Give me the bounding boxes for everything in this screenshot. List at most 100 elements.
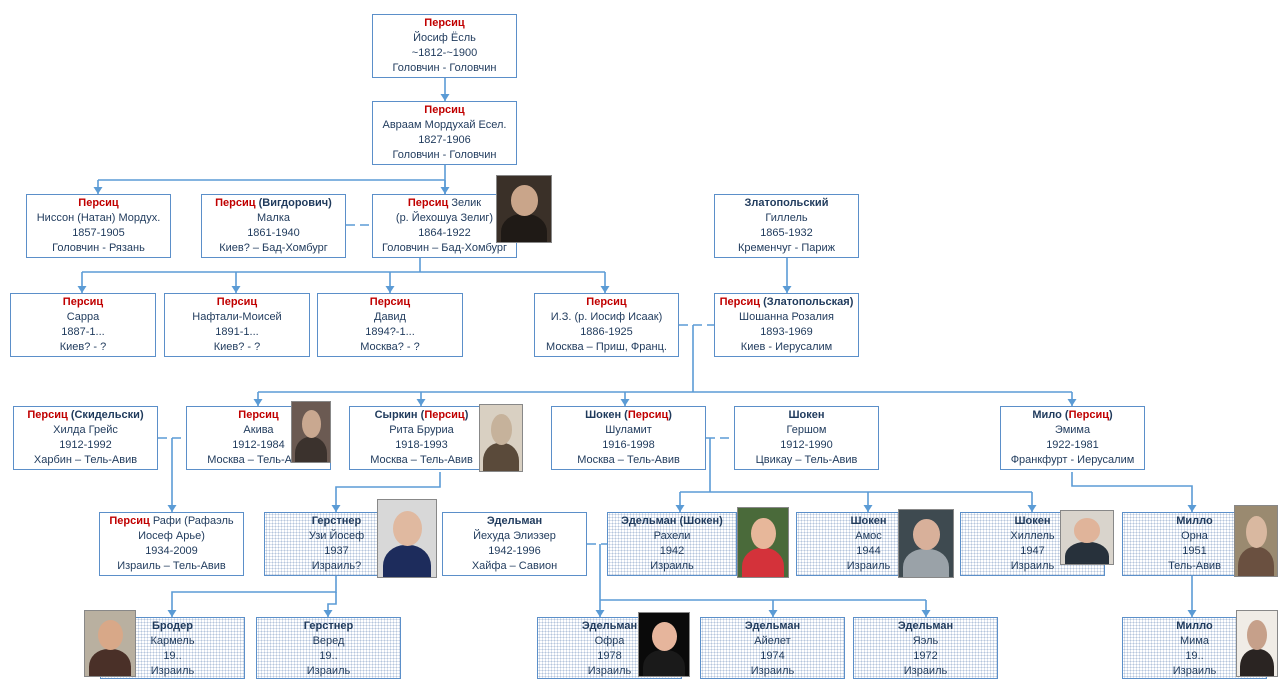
life-years: 1937 xyxy=(324,545,349,557)
given-name: Давид xyxy=(374,311,406,323)
surname: Персиц xyxy=(78,197,119,209)
arrow-head xyxy=(1187,610,1197,617)
photo-body xyxy=(382,544,432,577)
surname: Персиц xyxy=(215,197,256,209)
surname: Персиц xyxy=(424,104,465,116)
photo-body xyxy=(89,648,131,676)
arrow-head xyxy=(231,286,241,293)
given-name: Акива xyxy=(243,424,274,436)
name-line: Персиц xyxy=(27,196,170,211)
surname: Персиц xyxy=(719,296,761,308)
given-name: Яэль xyxy=(912,635,939,647)
arrow-head xyxy=(620,399,630,406)
surname: Персиц xyxy=(238,409,279,421)
name-prefix: Сыркин ( xyxy=(374,409,425,421)
arrow-head xyxy=(1187,505,1197,512)
portrait-raheli xyxy=(737,507,789,578)
surname: Герстнер xyxy=(303,620,354,632)
name-line: Персиц xyxy=(11,295,155,310)
photo-face xyxy=(912,519,940,551)
given-name: Кармель xyxy=(150,635,195,647)
photo-body xyxy=(643,649,685,676)
life-years: 1887-1... xyxy=(61,326,105,338)
given-name: Гершом xyxy=(786,424,827,436)
life-years: 19.. xyxy=(163,650,182,662)
photo-body xyxy=(1065,541,1109,564)
life-places: Израиль xyxy=(750,665,795,677)
portrait-orna xyxy=(1234,505,1278,577)
given-name: Хилда Грейс xyxy=(53,424,118,436)
surname: Персиц xyxy=(627,409,669,421)
life-places: Киев? – Бад-Хомбург xyxy=(219,242,328,254)
given-name: Авраам Мордухай Есел. xyxy=(382,119,507,131)
name-suffix: (Златопольская) xyxy=(763,296,854,308)
name-line: Персиц xyxy=(373,103,516,118)
name-line: Мило (Персиц) xyxy=(1001,408,1144,423)
arrow-head xyxy=(768,610,778,617)
life-years: 1865-1932 xyxy=(760,227,813,239)
photo-face xyxy=(301,410,321,438)
life-places: Москва – Тель-Авив xyxy=(370,454,473,466)
surname: Эдельман xyxy=(744,620,801,632)
surname: Персиц xyxy=(424,409,465,421)
life-years: 1886-1925 xyxy=(580,326,633,338)
arrow-head xyxy=(600,286,610,293)
portrait-akiva xyxy=(291,401,331,463)
photo-body xyxy=(483,443,519,471)
arrow-head xyxy=(1067,399,1077,406)
given-name: (р. Йехошуа Зелиг) xyxy=(395,212,494,224)
name-suffix: ) xyxy=(668,409,672,421)
life-places: Израиль xyxy=(650,560,694,572)
name-line: Милло xyxy=(1123,619,1266,634)
name-line: Персиц xyxy=(318,295,462,310)
life-years: 1891-1... xyxy=(215,326,259,338)
given-name: Малка xyxy=(257,212,290,224)
portrait-uzi xyxy=(377,499,437,578)
arrow-head xyxy=(416,399,426,406)
name-suffix: ) xyxy=(464,409,469,421)
life-places: Москва? - ? xyxy=(360,341,420,353)
name-line: Милло xyxy=(1123,514,1266,529)
given-name: Узи Йосеф xyxy=(308,530,365,542)
life-years: 1918-1993 xyxy=(395,439,448,451)
life-places: Франкфурт - Иерусалим xyxy=(1010,454,1135,466)
life-places: Москва – Приш, Франц. xyxy=(546,341,667,353)
photo-body xyxy=(501,214,547,242)
life-places: Головчин - Рязань xyxy=(52,242,145,254)
surname: Милло xyxy=(1176,620,1213,632)
arrow-head xyxy=(253,399,263,406)
surname: Персиц xyxy=(109,515,150,527)
name-line: Эдельман xyxy=(443,514,586,529)
life-years: 1942 xyxy=(659,545,685,557)
life-years: 19.. xyxy=(319,650,338,662)
photo-body xyxy=(295,436,327,462)
surname: Герстнер xyxy=(311,515,362,527)
arrow-head xyxy=(323,610,333,617)
surname: Персиц xyxy=(27,409,68,421)
name-line: Шокен xyxy=(735,408,878,423)
name-line: Бродер xyxy=(101,619,244,634)
life-places: Головчин - Головчин xyxy=(392,62,497,74)
